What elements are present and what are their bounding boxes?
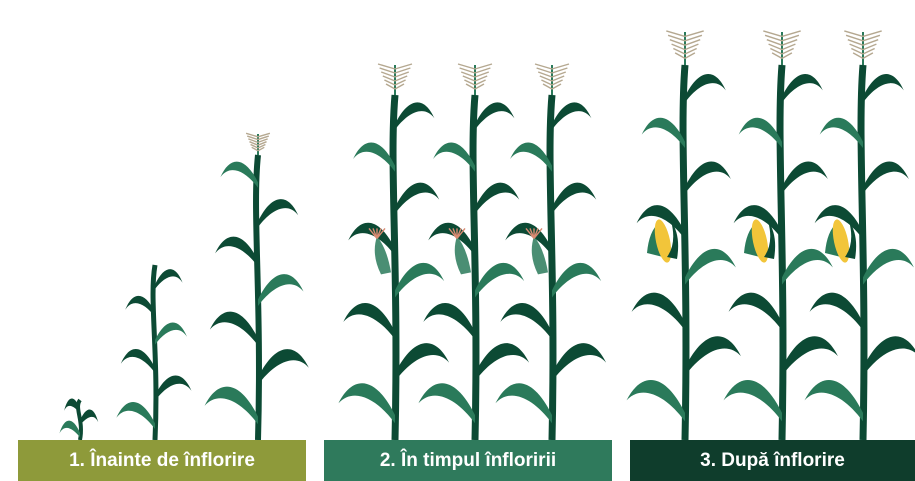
leaf xyxy=(210,312,258,346)
leaf xyxy=(863,249,914,285)
leaf xyxy=(395,183,439,214)
stalk xyxy=(256,155,259,440)
corn-plant-icon xyxy=(59,398,98,440)
stalk xyxy=(550,95,553,440)
leaf xyxy=(418,383,475,423)
leaf xyxy=(353,142,395,171)
tassel-icon xyxy=(844,31,881,65)
leaf xyxy=(552,102,591,129)
leaf xyxy=(395,263,444,298)
leaf xyxy=(395,102,434,129)
corn-plant-icon xyxy=(495,64,606,440)
leaf xyxy=(475,343,529,381)
leaf xyxy=(423,303,475,339)
stage-3-label: 3. După înflorire xyxy=(630,440,915,481)
leaf xyxy=(782,249,833,285)
corn-plant-icon xyxy=(205,133,309,440)
tassel-icon xyxy=(378,64,412,95)
leaf xyxy=(428,223,475,256)
leaf xyxy=(642,118,685,148)
leaf xyxy=(258,274,304,306)
leaf xyxy=(632,293,685,331)
leaf xyxy=(685,249,736,285)
leaf xyxy=(125,296,155,317)
leaf xyxy=(155,323,187,345)
leaf xyxy=(685,74,726,102)
stalk xyxy=(861,65,864,440)
tassel-icon xyxy=(535,64,569,95)
leaf xyxy=(155,269,183,289)
leaf xyxy=(495,383,552,423)
leaf xyxy=(121,349,155,373)
leaf xyxy=(258,199,298,227)
leaf xyxy=(220,162,258,188)
leaf xyxy=(475,263,524,298)
leaf xyxy=(500,303,552,339)
stalk xyxy=(780,65,783,440)
leaf xyxy=(782,74,823,102)
leaf xyxy=(395,343,449,381)
leaf xyxy=(805,380,863,421)
leaf xyxy=(552,343,606,381)
leaf xyxy=(155,376,191,401)
stage-1-label: 1. Înainte de înflorire xyxy=(18,440,306,481)
leaf xyxy=(552,183,596,214)
leaf xyxy=(433,142,475,171)
leaf xyxy=(552,263,601,298)
leaf xyxy=(820,118,863,148)
tassel-icon xyxy=(246,133,270,155)
leaf xyxy=(510,142,552,171)
corn-plant-icon xyxy=(627,31,741,440)
leaf xyxy=(724,380,782,421)
leaf xyxy=(59,421,80,438)
stalk xyxy=(153,265,156,440)
leaf xyxy=(258,349,309,385)
leaf xyxy=(338,383,395,423)
leaf xyxy=(685,161,731,193)
leaf xyxy=(505,223,552,256)
leaf xyxy=(685,336,741,375)
leaf xyxy=(475,102,514,129)
leaf xyxy=(729,293,782,331)
corn-plant-icon xyxy=(805,31,915,440)
leaf xyxy=(782,161,828,193)
leaf xyxy=(863,161,909,193)
corn-plant-icon xyxy=(338,64,449,440)
leaf xyxy=(782,336,838,375)
leaf xyxy=(343,303,395,339)
leaf xyxy=(810,293,863,331)
stalk xyxy=(683,65,686,440)
stage-2-label: 2. În timpul înfloririi xyxy=(324,440,612,481)
leaf xyxy=(627,380,685,421)
corn-plant-icon xyxy=(418,64,529,440)
leaf xyxy=(475,183,519,214)
corn-plant-icon xyxy=(116,265,191,440)
tassel-icon xyxy=(666,31,703,65)
leaf xyxy=(739,118,782,148)
leaf xyxy=(348,223,395,256)
tassel-icon xyxy=(458,64,492,95)
stalk xyxy=(473,95,476,440)
leaf xyxy=(116,402,155,429)
leaf xyxy=(215,237,258,267)
corn-plant-icon xyxy=(724,31,838,440)
leaf xyxy=(205,387,258,425)
leaf xyxy=(863,336,915,375)
leaf xyxy=(863,74,904,102)
leaf xyxy=(80,410,98,426)
tassel-icon xyxy=(763,31,800,65)
stalk xyxy=(393,95,396,440)
